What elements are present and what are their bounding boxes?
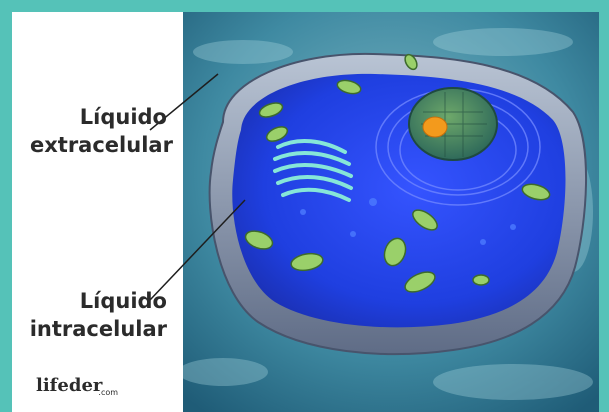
cell-illustration (183, 12, 599, 412)
extracellular-fluid-label: Líquido extracelular (30, 103, 167, 159)
intracellular-label-line1: Líquido (20, 287, 167, 315)
intracellular-fluid-label: Líquido intracelular (20, 287, 167, 343)
logo-wordmark: lifeder (36, 375, 102, 396)
mitochondrion (473, 275, 489, 285)
nucleolus (423, 117, 447, 137)
extracellular-label-line1: Líquido (30, 103, 167, 131)
lifeder-logo: lifeder.com (36, 375, 122, 396)
cytoplasm (232, 74, 565, 327)
extracellular-label-line2: extracelular (30, 131, 167, 159)
logo-domain: .com (98, 388, 118, 397)
intracellular-label-line2: intracelular (20, 315, 167, 343)
